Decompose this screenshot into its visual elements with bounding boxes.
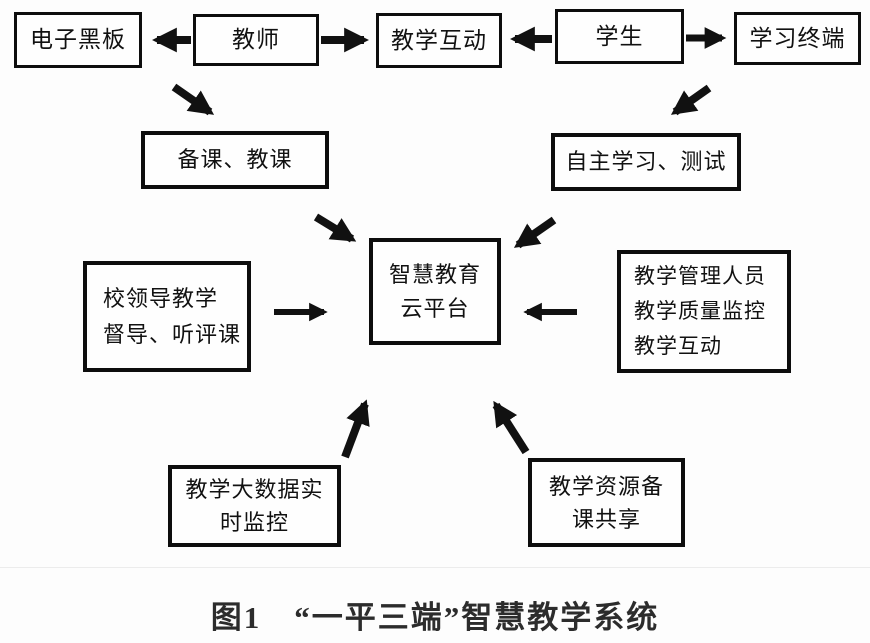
node-label: 备课、教课 [177, 147, 293, 173]
node-bigdata-realtime-monitoring: 教学大数据实 时监控 [168, 465, 341, 547]
node-label: 教学大数据实 时监控 [185, 477, 324, 535]
node-school-leaders-supervision: 校领导教学 督导、听评课 [83, 261, 251, 372]
node-electronic-blackboard: 电子黑板 [14, 12, 142, 68]
node-label: 智慧教育 云平台 [388, 261, 481, 321]
arrow-resources-to-platform [492, 400, 530, 455]
node-label: 学生 [595, 22, 644, 49]
node-teaching-interaction: 教学互动 [376, 13, 502, 68]
node-smart-education-cloud-platform: 智慧教育 云平台 [369, 238, 501, 345]
node-label: 电子黑板 [30, 26, 126, 53]
arrow-prepare-to-platform [313, 213, 357, 243]
node-label: 校领导教学 督导、听评课 [103, 285, 242, 347]
node-teaching-managers: 教学管理人员 教学质量监控 教学互动 [617, 250, 791, 373]
node-resource-sharing: 教学资源备 课共享 [528, 458, 685, 547]
node-label: 教学资源备 课共享 [548, 473, 664, 532]
node-label: 教学互动 [391, 26, 487, 53]
figure-caption: 图1 “一平三端”智慧教学系统 [210, 600, 660, 635]
node-label: 学习终端 [749, 24, 846, 51]
node-self-study-testing: 自主学习、测试 [551, 133, 741, 191]
node-teacher: 教师 [193, 14, 319, 66]
node-lesson-prep-teaching: 备课、教课 [141, 131, 329, 189]
node-label: 自主学习、测试 [565, 149, 727, 175]
arrow-teacher-to-prepare [171, 83, 215, 116]
arrow-selfstudy-to-platform [513, 216, 557, 249]
node-label: 教学管理人员 教学质量监控 教学互动 [634, 265, 766, 358]
node-learning-terminal: 学习终端 [734, 12, 861, 65]
node-label: 教师 [232, 26, 280, 53]
arrow-bigdata-to-platform [341, 399, 370, 459]
figure-divider [0, 567, 870, 568]
node-student: 学生 [555, 9, 684, 64]
arrow-student-to-selfstudy [670, 84, 712, 116]
